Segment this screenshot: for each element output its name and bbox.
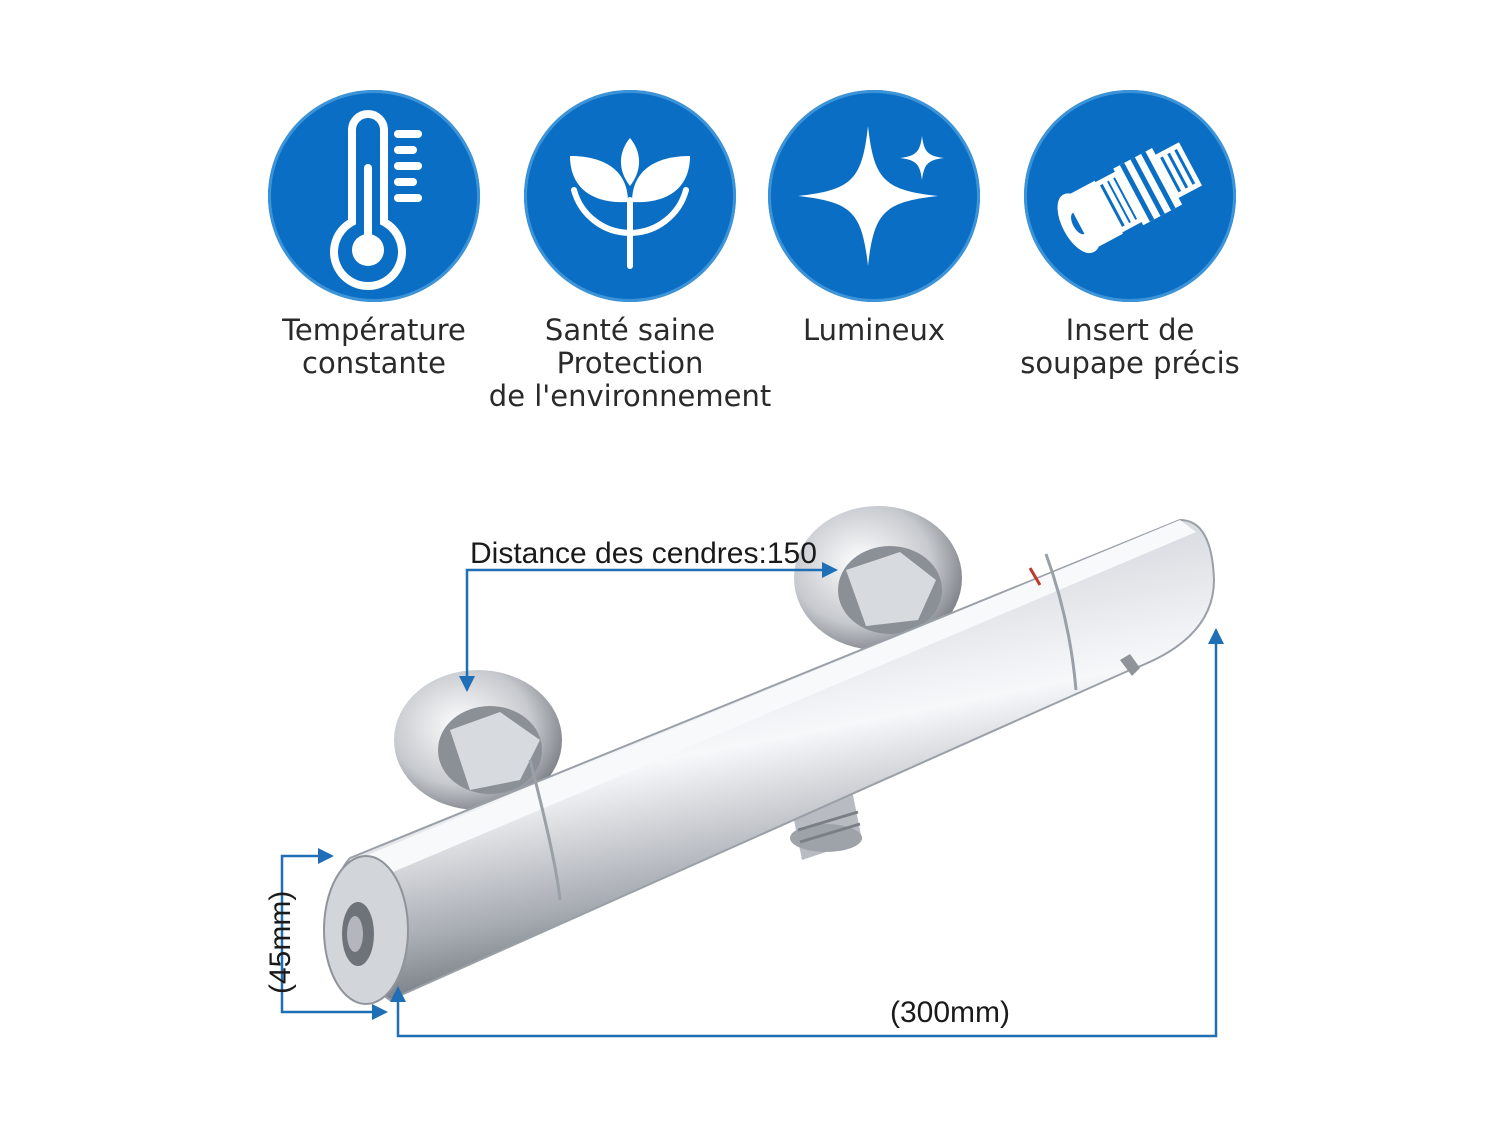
wall-flange-right (794, 506, 962, 650)
diameter-label: (45mm) (264, 891, 297, 994)
valve-cartridge-icon (1057, 142, 1202, 254)
leaf-badge (524, 90, 736, 302)
feature-caption: Insert de soupape précis (980, 314, 1280, 380)
length-dimension: (300mm) (390, 628, 1224, 1038)
end-cap (323, 855, 409, 1005)
feature-caption: Température constante (224, 314, 524, 380)
feature-bright: Lumineux (724, 90, 1024, 347)
caption-line: de l'environnement (488, 379, 772, 413)
thermometer-badge (268, 90, 480, 302)
feature-caption: Lumineux (724, 314, 1024, 347)
caption-line: Protection (556, 346, 704, 380)
valve-badge (1024, 90, 1236, 302)
center-distance-label: Distance des cendres:150 (470, 537, 817, 570)
caption-line: constante (302, 346, 446, 380)
thermometer-icon (330, 110, 422, 290)
feature-temperature: Température constante (224, 90, 524, 380)
feature-caption: Santé saine Protection de l'environnemen… (480, 314, 780, 413)
caption-line: Température (282, 313, 466, 347)
feature-health: Santé saine Protection de l'environnemen… (480, 90, 780, 413)
diameter-dimension: (45mm) (264, 848, 388, 1020)
sparkle-badge (768, 90, 980, 302)
caption-line: Insert de (1065, 313, 1195, 347)
caption-line: Santé saine (544, 313, 716, 347)
length-label: (300mm) (890, 996, 1010, 1029)
center-distance-dimension: Distance des cendres:150 (459, 537, 838, 692)
feature-valve: Insert de soupape précis (980, 90, 1280, 380)
sparkle-icon (798, 126, 944, 266)
caption-line: soupape précis (1020, 346, 1240, 380)
wall-flange-left (394, 670, 562, 810)
feature-icons-row: Température constante Santé saine Protec… (0, 0, 1500, 420)
caption-line: Lumineux (802, 313, 946, 347)
leaf-sprout-icon (570, 138, 690, 269)
